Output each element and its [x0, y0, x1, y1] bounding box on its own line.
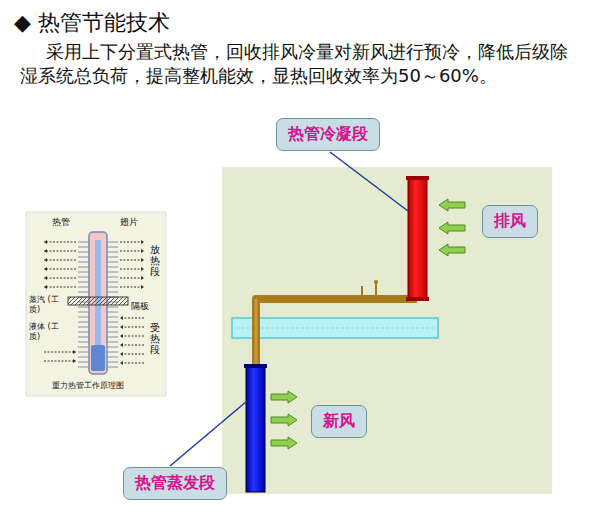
section-label: 受热段	[150, 322, 160, 355]
callout-box: 热管蒸发段	[123, 467, 227, 500]
section-label: 放热段	[150, 244, 160, 277]
title: ◆ 热管节能技术	[14, 8, 170, 38]
figure-caption: 重力热管工作原理图	[52, 380, 124, 391]
callout-box: 排风	[482, 205, 538, 238]
callout-box: 新风	[311, 405, 367, 438]
callout-text: 排风	[494, 211, 526, 230]
callout-text: 热管蒸发段	[135, 473, 215, 492]
part-label: 热管	[52, 216, 70, 229]
airflow-arrow	[271, 391, 297, 403]
unit-panel	[222, 167, 552, 494]
callout-text: 新风	[323, 411, 355, 430]
part-label: 液体 (工质)	[29, 322, 65, 341]
evaporator-tube	[246, 366, 265, 492]
connecting-pipe	[256, 299, 417, 368]
separator	[232, 318, 438, 338]
leader-line	[330, 152, 408, 211]
partition	[68, 297, 128, 305]
airflow-arrow	[439, 199, 465, 211]
description: 采用上下分置式热管，回收排风冷量对新风进行预冷，降低后级除湿系统总负荷，提高整机…	[20, 40, 580, 88]
callout-box: 热管冷凝段	[276, 118, 380, 151]
airflow-arrow	[439, 222, 465, 234]
airflow-arrow	[439, 244, 465, 256]
condenser-tube	[408, 178, 427, 300]
leader-line	[170, 401, 247, 466]
part-label: 隔板	[131, 300, 149, 313]
airflow-arrow	[271, 414, 297, 426]
airflow-arrow	[271, 437, 297, 449]
inset-figure	[26, 212, 166, 396]
part-label: 翅片	[120, 216, 138, 229]
part-label: 蒸汽 (工质)	[29, 295, 65, 314]
callout-text: 热管冷凝段	[288, 124, 368, 143]
